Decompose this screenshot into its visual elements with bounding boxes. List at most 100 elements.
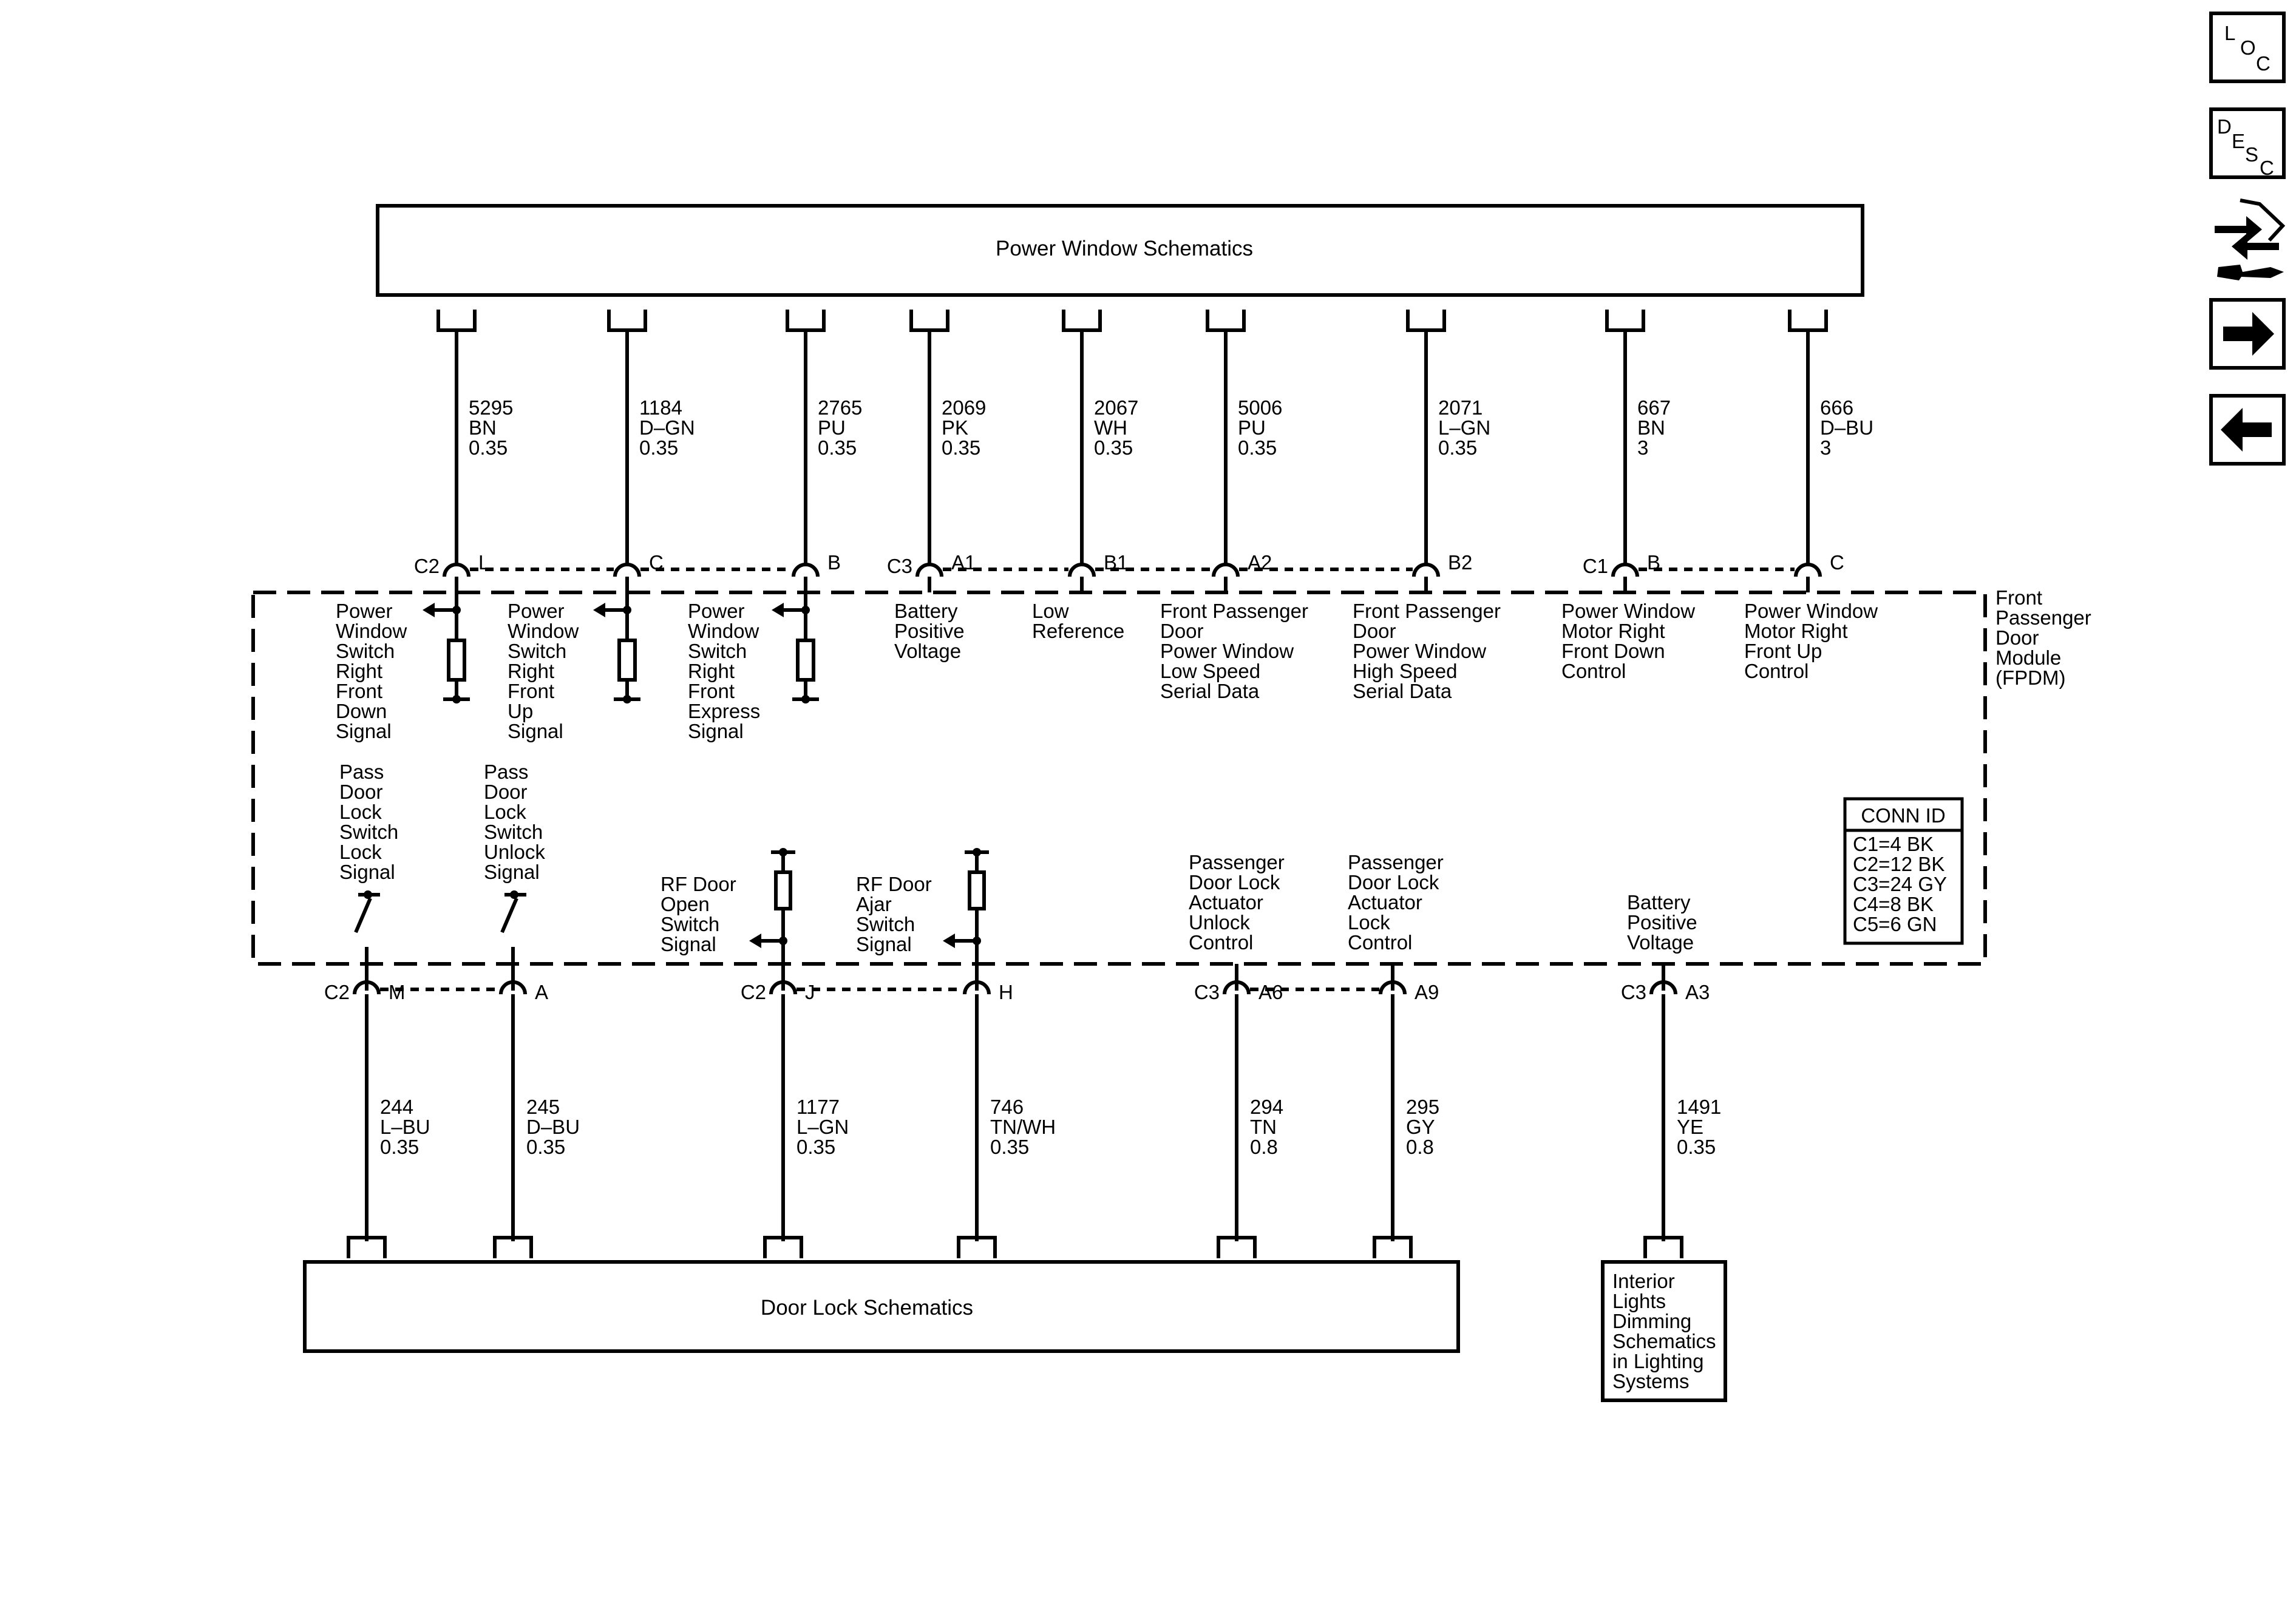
lock-switch — [354, 890, 380, 964]
power-window-schematics-label: Power Window Schematics — [996, 237, 1253, 260]
wire-gauge: 0.35 — [818, 436, 857, 459]
signal-description-line: Window — [508, 620, 579, 642]
bottom-pin-stub — [763, 1236, 803, 1258]
wire-circuit: 2067 — [1094, 396, 1138, 419]
signal-description-line: High Speed — [1353, 660, 1457, 682]
signal-description-line: Power Window — [1353, 640, 1486, 662]
signal-description-line: Signal — [336, 720, 392, 742]
wire-gauge: 0.35 — [796, 1136, 835, 1158]
signal-description-line: Lock — [484, 801, 526, 823]
signal-description-line: Switch — [508, 640, 566, 662]
signal-description-line: Reference — [1032, 620, 1124, 642]
signal-description-line: Lock — [1348, 911, 1390, 934]
signal-description-line: Door Lock — [1189, 871, 1280, 893]
signal-description-line: Right — [688, 660, 735, 682]
wire-color: D–GN — [639, 416, 695, 439]
resistor — [447, 639, 466, 682]
signal-description-line: Open — [661, 893, 710, 915]
switch-input-circuit — [423, 592, 470, 703]
signal-description-line: Low — [1032, 600, 1069, 622]
door-lock-schematics-box — [303, 1260, 1460, 1353]
signal-description-line: Switch — [484, 821, 543, 843]
interior-lights-box — [1601, 1260, 1727, 1402]
nav-desc-c: C — [2260, 157, 2274, 179]
signal-description-line: Right — [336, 660, 382, 682]
wire-circuit: 667 — [1637, 396, 1671, 419]
signal-description-line: Signal — [688, 720, 744, 742]
wire-color: L–GN — [796, 1116, 849, 1138]
next-page-button[interactable] — [2209, 298, 2286, 370]
connector-tool-icon[interactable] — [2215, 198, 2286, 280]
signal-description-line: Power — [336, 600, 393, 622]
nav-loc-l: L — [2224, 22, 2235, 44]
connector-id: C3 — [887, 555, 912, 577]
wire-color: YE — [1677, 1116, 1703, 1138]
wire-color: L–BU — [380, 1116, 430, 1138]
arrow-right-icon — [2223, 312, 2274, 356]
prev-page-button[interactable] — [2209, 394, 2286, 466]
signal-description-line: Passenger — [1348, 851, 1444, 873]
fpdm-module-boundary — [251, 591, 1987, 966]
conn-id-row: C3=24 GY — [1853, 873, 1947, 895]
interior-lights-line: Schematics — [1612, 1330, 1716, 1352]
arrow-head — [423, 603, 435, 617]
wire-gauge: 3 — [1637, 436, 1648, 459]
interior-lights-line: Dimming — [1612, 1310, 1691, 1332]
signal-description-line: Serial Data — [1353, 680, 1452, 702]
resistor — [796, 639, 815, 682]
wire-color: L–GN — [1438, 416, 1490, 439]
nav-desc-button[interactable]: D E S C — [2209, 107, 2286, 179]
wire-gauge: 0.35 — [380, 1136, 419, 1158]
top-pin-stub — [436, 310, 477, 332]
bottom-pin-stub — [957, 1236, 997, 1258]
wire-gauge: 0.35 — [1438, 436, 1477, 459]
pin-id: J — [805, 981, 815, 1003]
wire-color: WH — [1094, 416, 1127, 439]
resistor — [617, 639, 637, 682]
wire-gauge: 3 — [1820, 436, 1831, 459]
connector-id: C1 — [1583, 555, 1608, 577]
signal-description-line: Right — [508, 660, 554, 682]
connector-id: C2 — [741, 981, 766, 1003]
wire-circuit: 1491 — [1677, 1096, 1721, 1118]
pin-id: A9 — [1415, 981, 1439, 1003]
top-pin-stub — [909, 310, 949, 332]
wire-color: TN/WH — [990, 1116, 1056, 1138]
wire-color: TN — [1250, 1116, 1277, 1138]
connector-arc — [499, 980, 527, 995]
signal-description-line: Battery — [894, 600, 958, 622]
switch-blade — [500, 897, 518, 934]
wire-circuit: 5295 — [469, 396, 513, 419]
nav-loc-c: C — [2256, 52, 2271, 75]
signal-description-line: Ajar — [856, 893, 892, 915]
wire-circuit: 666 — [1820, 396, 1853, 419]
wire-circuit: 746 — [990, 1096, 1024, 1118]
wire-gauge: 0.35 — [526, 1136, 565, 1158]
junction-dot — [801, 695, 810, 703]
signal-description-line: Door Lock — [1348, 871, 1439, 893]
connector-id: C3 — [1194, 981, 1220, 1003]
signal-description-line: Serial Data — [1160, 680, 1260, 702]
top-pin-stub — [1788, 310, 1828, 332]
top-pin-stub — [1605, 310, 1645, 332]
signal-description-line: Signal — [339, 861, 395, 883]
connector-arc — [1068, 563, 1096, 577]
nav-loc-button[interactable]: L O C — [2209, 12, 2286, 83]
connector-arc — [1649, 980, 1677, 995]
connector-arc — [1223, 980, 1251, 995]
signal-description-line: Window — [336, 620, 407, 642]
connector-id: C2 — [414, 555, 440, 577]
